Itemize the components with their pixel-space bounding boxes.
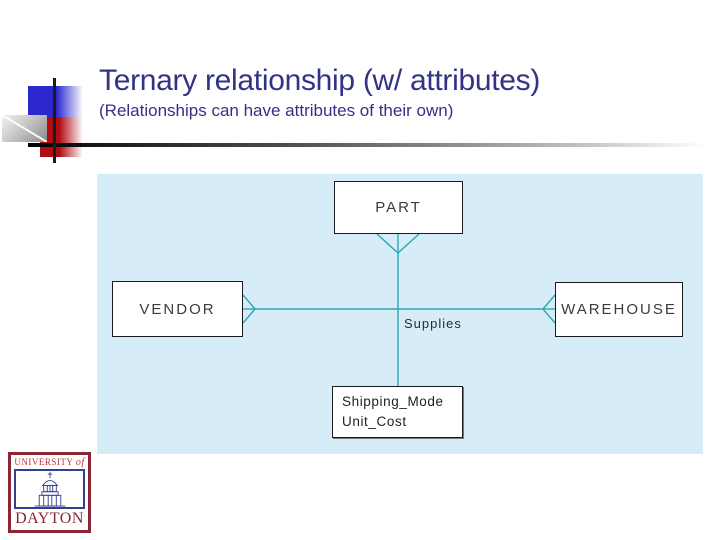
- logo-dayton-text: DAYTON: [15, 510, 84, 527]
- university-of-dayton-logo: UNIVERSITY of: [8, 452, 91, 533]
- logo-university-text: UNIVERSITY of: [14, 457, 84, 468]
- attribute-box: Shipping_Mode Unit_Cost: [332, 386, 463, 438]
- deco-red-square: [40, 117, 83, 157]
- slide-title: Ternary relationship (w/ attributes): [99, 64, 541, 97]
- attribute-line-2: Unit_Cost: [342, 414, 407, 429]
- entity-vendor-label: VENDOR: [139, 300, 216, 318]
- logo-university-word: UNIVERSITY: [14, 457, 76, 467]
- entity-warehouse-label: WAREHOUSE: [561, 301, 677, 318]
- attribute-line-1: Shipping_Mode: [342, 394, 444, 410]
- deco-gray-square: [2, 115, 47, 142]
- logo-of-word: of: [75, 457, 85, 468]
- deco-vertical-line: [53, 78, 56, 163]
- entity-warehouse: WAREHOUSE: [555, 282, 683, 337]
- relationship-lines: [242, 233, 556, 386]
- er-diagram-panel: PART VENDOR WAREHOUSE Supplies Shipping_…: [97, 174, 703, 454]
- title-separator-line: [28, 143, 718, 147]
- slide-subtitle: (Relationships can have attributes of th…: [99, 100, 454, 120]
- entity-part: PART: [334, 181, 463, 234]
- entity-vendor: VENDOR: [112, 281, 243, 337]
- entity-part-label: PART: [375, 199, 422, 216]
- relationship-label: Supplies: [404, 316, 462, 331]
- chapel-illustration: [14, 469, 85, 509]
- title-block: Ternary relationship (w/ attributes) (Re…: [99, 64, 699, 121]
